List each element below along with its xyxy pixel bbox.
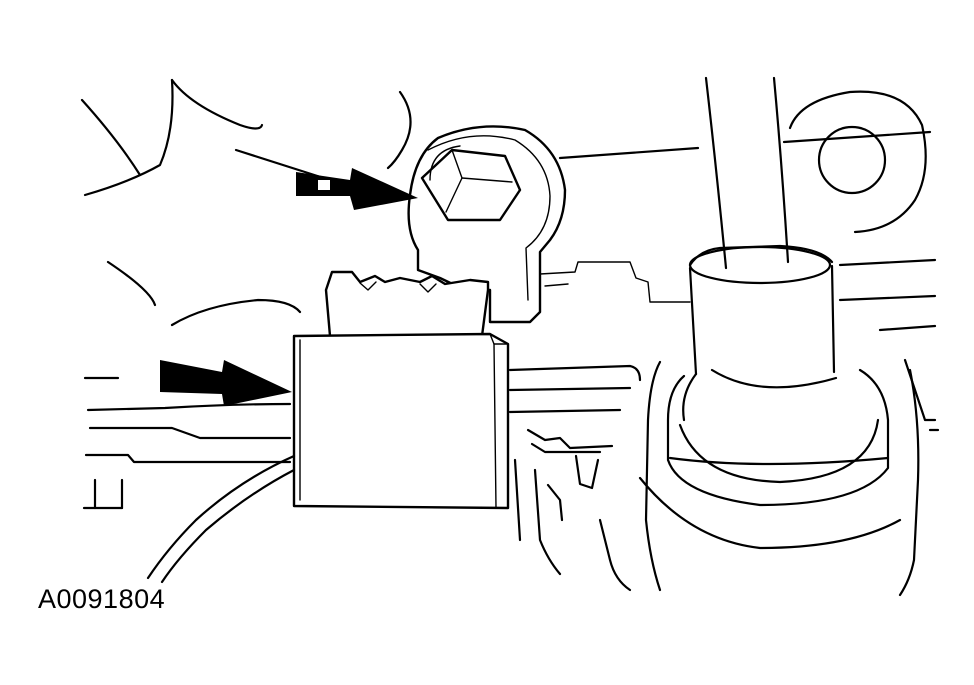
round-boss (788, 90, 927, 234)
background-housing (80, 78, 940, 510)
shift-lever (682, 76, 838, 422)
lower-casting (508, 364, 642, 592)
arrow-right-icon (296, 168, 418, 210)
arrow-to-connector (160, 360, 292, 406)
figure-id-label: A0091804 (38, 584, 166, 614)
hex-bolt (420, 145, 522, 222)
lever-boot (638, 360, 920, 597)
electrical-connector (292, 332, 510, 510)
arrow-to-bolt (296, 168, 418, 210)
arrow-right-icon (160, 360, 292, 406)
connector-latch (324, 270, 490, 338)
wiring-harness (146, 454, 296, 584)
